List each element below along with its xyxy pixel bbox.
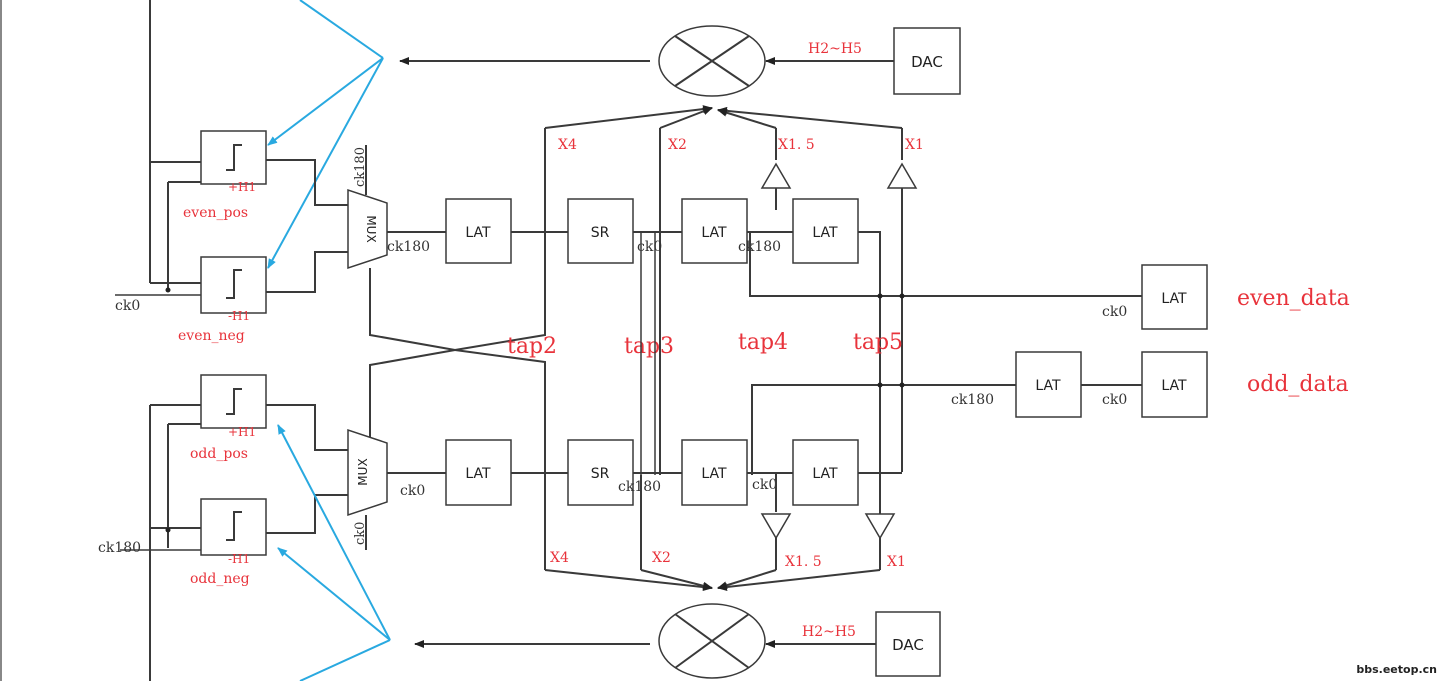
odd-mux-label: MUX [356, 458, 370, 485]
odd-mux: MUX [347, 428, 388, 517]
even-pos-h1: +H1 [228, 180, 256, 194]
odd-ck180-label: ck180 [98, 540, 141, 556]
top-x2-label: X2 [668, 137, 687, 153]
even-lat1-label: LAT [465, 225, 491, 241]
odd-pos-comparator: +H1 [200, 374, 267, 439]
odd-lat3-ck0: ck0 [752, 477, 777, 493]
top-dac-label: DAC [911, 53, 943, 71]
odd-lat1-label: LAT [465, 466, 491, 482]
even-mux-label: MUX [364, 215, 378, 242]
odd-lat3: LAT [792, 439, 859, 506]
odd-lat1-ck0: ck0 [400, 483, 425, 499]
bottom-dac: DAC [875, 611, 941, 677]
even-neg-label: even_neg [178, 328, 245, 344]
odd-lat2: LAT [681, 439, 748, 506]
tap3-label: tap3 [624, 334, 674, 359]
bottom-x2-label: X2 [652, 550, 671, 566]
top-x4-label: X4 [558, 137, 577, 153]
odd-out-lat-label: LAT [1161, 378, 1187, 394]
odd-out-lat: LAT [1141, 351, 1208, 418]
even-lat1: LAT [445, 198, 512, 264]
even-lat2-label: LAT [701, 225, 727, 241]
top-x15-label: X1. 5 [778, 137, 815, 153]
bottom-summer [658, 603, 766, 679]
bottom-x4-label: X4 [550, 550, 569, 566]
odd-sr-label: SR [591, 466, 610, 482]
even-lat1-ck180: ck180 [387, 239, 430, 255]
odd-out-ck0: ck0 [1102, 392, 1127, 408]
odd-mid-lat-label: LAT [1035, 378, 1061, 394]
even-pos-comparator: +H1 [200, 130, 267, 194]
odd-mid-lat: LAT [1015, 351, 1082, 418]
odd-sr: SR [567, 439, 634, 506]
top-x1-label: X1 [905, 137, 924, 153]
odd-neg-h1: -H1 [228, 552, 250, 566]
even-neg-comparator: -H1 [200, 256, 267, 323]
even-data-label: even_data [1237, 286, 1350, 311]
tap4-label: tap4 [738, 330, 788, 355]
even-sr: SR [567, 198, 634, 264]
even-lat3-ck180: ck180 [738, 239, 781, 255]
even-mux-ck180: ck180 [353, 147, 368, 187]
even-lat3: LAT [792, 198, 859, 264]
even-lat2: LAT [681, 198, 748, 264]
top-h2h5-label: H2~H5 [808, 41, 862, 57]
odd-lat3-label: LAT [812, 466, 838, 482]
even-out-lat-label: LAT [1161, 291, 1187, 307]
bottom-h2h5-label: H2~H5 [802, 624, 856, 640]
odd-mid-ck180: ck180 [951, 392, 994, 408]
odd-neg-label: odd_neg [190, 571, 250, 587]
even-sr-label: SR [591, 225, 610, 241]
top-summer [658, 25, 766, 97]
watermark: bbs.eetop.cn [1356, 663, 1437, 676]
even-neg-h1: -H1 [228, 309, 250, 323]
even-ck0-label: ck0 [115, 298, 140, 314]
even-out-lat: LAT [1141, 264, 1208, 330]
odd-pos-label: odd_pos [190, 446, 248, 462]
odd-lat1: LAT [445, 439, 512, 506]
tap2-label: tap2 [507, 334, 557, 359]
bottom-x15-label: X1. 5 [785, 554, 822, 570]
bottom-dac-label: DAC [892, 636, 924, 654]
even-lat2-ck0: ck0 [637, 239, 662, 255]
top-dac: DAC [893, 27, 961, 95]
even-out-ck0: ck0 [1102, 304, 1127, 320]
odd-lat2-ck180: ck180 [618, 479, 661, 495]
tap5-label: tap5 [853, 330, 903, 355]
odd-mux-ck0: ck0 [353, 522, 368, 545]
even-lat3-label: LAT [812, 225, 838, 241]
odd-lat2-label: LAT [701, 466, 727, 482]
odd-data-label: odd_data [1247, 372, 1349, 397]
odd-neg-comparator: -H1 [200, 498, 267, 566]
bottom-x1-label: X1 [887, 554, 906, 570]
odd-pos-h1: +H1 [228, 425, 256, 439]
even-pos-label: even_pos [183, 205, 248, 221]
even-mux: MUX [347, 188, 388, 270]
